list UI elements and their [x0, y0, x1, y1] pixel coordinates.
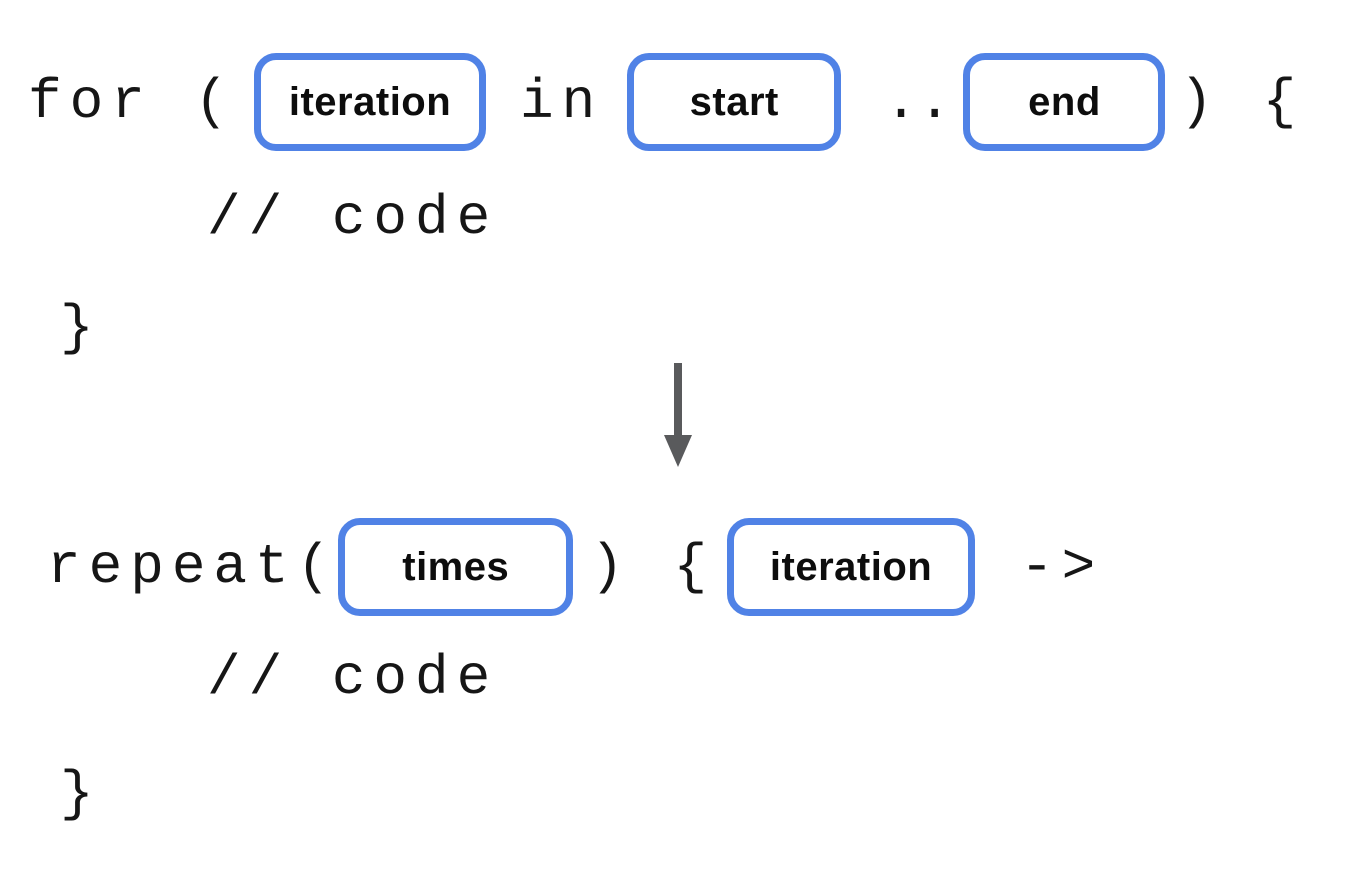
times-param-box: times [338, 518, 574, 616]
start-param-box: start [627, 53, 842, 151]
lambda-arrow-operator: -> [1020, 534, 1104, 599]
for-body-comment: // code [207, 186, 499, 250]
iteration-param-box: iteration [254, 53, 487, 151]
repeat-statement-line: repeat( times ) { iteration -> [47, 518, 1103, 616]
repeat-keyword: repeat( [47, 534, 339, 599]
iteration-param-box-repeat: iteration [727, 518, 976, 616]
repeat-body-comment: // code [207, 646, 499, 710]
for-statement-line: for ( iteration in start .. end ) { [28, 53, 1304, 151]
times-param-label: times [402, 544, 510, 589]
range-operator: .. [884, 69, 952, 134]
start-param-label: start [689, 79, 779, 124]
arrow-shaft [674, 363, 682, 435]
for-close-paren-open-brace: ) { [1179, 69, 1305, 134]
iteration-param-label: iteration [288, 79, 452, 124]
repeat-close-paren-open-brace: ) { [590, 534, 716, 599]
in-keyword: in [520, 69, 604, 134]
for-closing-brace: } [60, 296, 102, 360]
iteration-param-label-repeat: iteration [769, 544, 933, 589]
repeat-closing-brace: } [60, 762, 102, 826]
arrow-head [664, 435, 692, 467]
for-keyword: for ( [28, 69, 237, 134]
end-param-label: end [1028, 79, 1101, 124]
end-param-box: end [963, 53, 1166, 151]
transform-down-arrow-icon [664, 363, 692, 467]
